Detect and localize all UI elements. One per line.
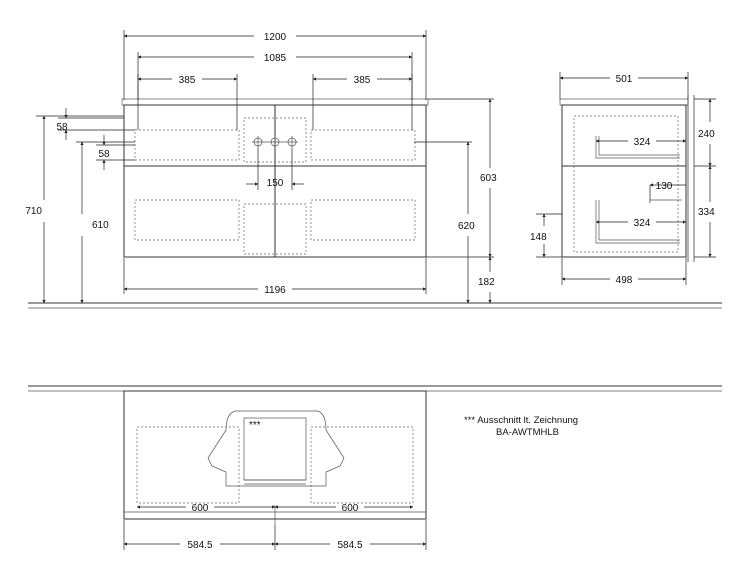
note-line-1: *** Ausschnitt lt. Zeichnung bbox=[464, 415, 578, 426]
dim-498: 498 bbox=[616, 275, 633, 286]
dim-1196: 1196 bbox=[264, 285, 286, 296]
dim-334: 334 bbox=[698, 207, 715, 218]
plan-cabinet-body bbox=[123, 390, 427, 520]
dim-150: 150 bbox=[267, 178, 284, 189]
upper-left-inner bbox=[134, 129, 240, 161]
plan-drawer-left bbox=[136, 426, 240, 504]
side-countertop bbox=[559, 98, 689, 106]
dim-1200: 1200 bbox=[264, 32, 287, 43]
lower-right-inner bbox=[310, 199, 416, 241]
plan-cutout bbox=[207, 410, 345, 487]
lower-left-inner bbox=[134, 199, 240, 241]
front-view: 1200 1085 385 385 58 58 bbox=[25, 30, 722, 309]
dim-600-left: 600 bbox=[192, 503, 209, 514]
upper-right-inner bbox=[310, 129, 416, 161]
dim-620: 620 bbox=[458, 221, 475, 232]
side-view: 501 324 130 324 240 334 148 bbox=[530, 72, 716, 286]
dim-600-right: 600 bbox=[342, 503, 359, 514]
dim-58-second: 58 bbox=[98, 149, 110, 160]
dim-385-right: 385 bbox=[354, 75, 371, 86]
plan-drawer-right bbox=[310, 426, 414, 504]
dim-1085: 1085 bbox=[264, 53, 287, 64]
note-line-2: BA-AWTMHLB bbox=[496, 427, 559, 438]
dim-58-top: 58 bbox=[56, 122, 68, 133]
side-cabinet-body bbox=[561, 104, 687, 258]
plan-view: *** 600 600 584.5 584.5 *** Ausschnitt l… bbox=[28, 385, 722, 551]
dim-584-right: 584.5 bbox=[337, 540, 362, 551]
dim-324-lower: 324 bbox=[634, 218, 651, 229]
cutout-marker: *** bbox=[249, 420, 261, 431]
dim-603: 603 bbox=[480, 173, 497, 184]
dim-240: 240 bbox=[698, 129, 715, 140]
siphon-bay bbox=[243, 117, 307, 163]
dim-130: 130 bbox=[656, 181, 673, 192]
dim-501: 501 bbox=[616, 74, 633, 85]
dim-385-left: 385 bbox=[179, 75, 196, 86]
dim-584-left: 584.5 bbox=[187, 540, 212, 551]
dim-610: 610 bbox=[92, 220, 109, 231]
countertop bbox=[121, 98, 429, 106]
dim-710: 710 bbox=[25, 206, 42, 217]
dim-182: 182 bbox=[478, 277, 495, 288]
dim-324-upper: 324 bbox=[634, 137, 651, 148]
dim-148: 148 bbox=[530, 232, 547, 243]
